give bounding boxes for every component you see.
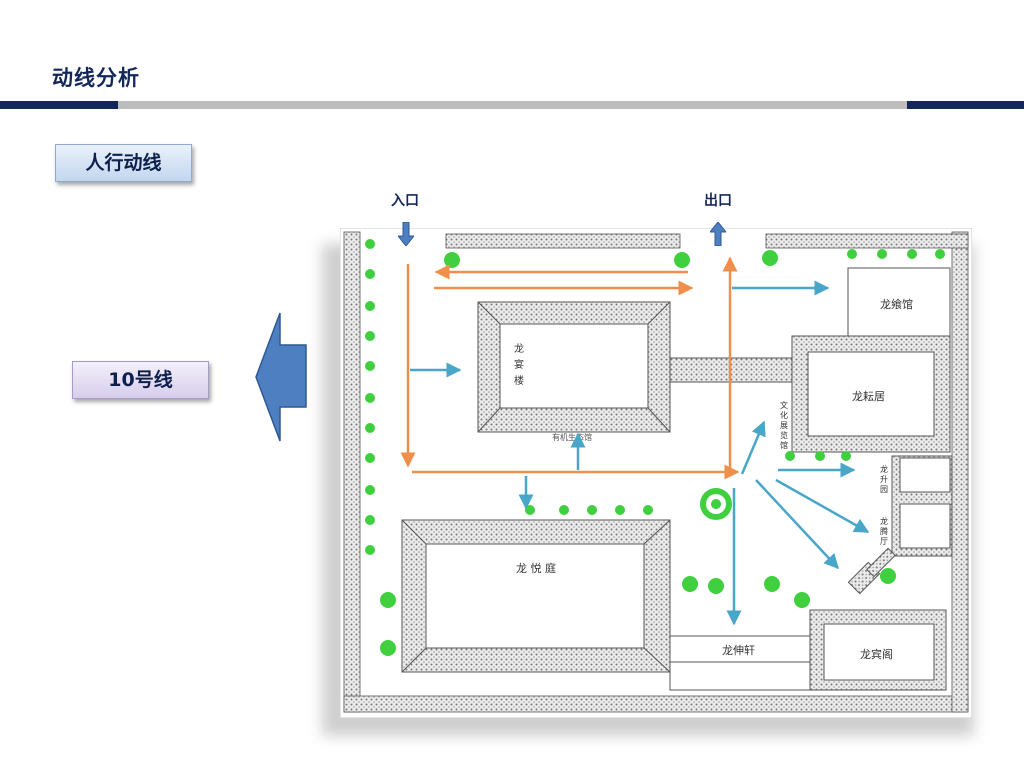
blue-routes	[410, 280, 870, 626]
entrance-label: 入口	[391, 193, 419, 209]
wenhua-label-3: 展	[780, 421, 788, 430]
tree-row-top	[444, 249, 945, 268]
wenhua-label-5: 馆	[780, 440, 788, 450]
up-arrow-icon	[710, 222, 726, 246]
pavilion	[847, 547, 896, 595]
corridor	[669, 357, 795, 383]
longsheng-label-3: 园	[880, 485, 888, 494]
title-rule-right	[907, 101, 1024, 109]
longxiang-guan-building	[847, 267, 951, 337]
exit-label: 出口	[704, 193, 732, 209]
longsheng-label-1: 龙	[880, 464, 888, 474]
line-10-tag: 10号线	[72, 361, 209, 399]
tree-row-middle	[525, 451, 896, 608]
longyan-lou-building: 龙 宴 楼	[477, 301, 671, 433]
left-arrow-icon	[255, 312, 307, 442]
longyue-ting-label: 龙 悦 庭	[516, 561, 556, 575]
longsheng-longteng-block	[891, 455, 953, 557]
longxiang-guan-label: 龙飨馆	[880, 297, 913, 311]
longbin-ge-label: 龙宾阁	[860, 647, 893, 661]
longteng-label-1: 龙	[880, 516, 888, 526]
youji-shucai-label: 有机生态馆	[552, 432, 592, 442]
wall-left	[343, 231, 361, 713]
longshen-xuan-label: 龙伸轩	[722, 643, 755, 657]
longteng-label-2: 腾	[880, 526, 888, 536]
wenhua-label-4: 览	[780, 430, 788, 440]
wall-bottom	[343, 695, 969, 713]
longyue-ting-building: 龙 悦 庭	[401, 519, 671, 673]
longsheng-label-2: 升	[880, 475, 888, 484]
longteng-label-3: 厅	[880, 537, 888, 546]
longyan-lou-label-1: 龙	[514, 342, 524, 355]
longyan-lou-label-2: 宴	[514, 358, 524, 371]
page-title: 动线分析	[52, 66, 140, 90]
tree-row-left	[365, 239, 396, 656]
wall-top-middle	[445, 233, 681, 249]
wenhua-label-1: 文	[780, 400, 788, 410]
tree-icon	[700, 488, 732, 520]
pedestrian-flow-tag: 人行动线	[55, 144, 192, 182]
title-rule-middle	[118, 101, 907, 109]
wall-top-right	[765, 233, 969, 249]
down-arrow-icon	[398, 222, 414, 246]
title-rule-left	[0, 101, 118, 109]
site-plan: 龙 宴 楼 有机生态馆 龙耘居 龙飨馆 文 化 展 览 馆 龙 升 园 龙 腾 …	[340, 228, 972, 718]
longyan-lou-label-3: 楼	[514, 374, 524, 387]
longyun-ju-building: 龙耘居	[791, 335, 951, 453]
orange-routes	[400, 256, 740, 480]
longbin-ge-building: 龙宾阁	[809, 609, 947, 691]
longshen-xuan-building: 龙伸轩	[669, 635, 811, 691]
wall-right	[951, 231, 969, 713]
longyun-ju-label: 龙耘居	[852, 390, 885, 403]
wenhua-label-2: 化	[780, 410, 788, 420]
